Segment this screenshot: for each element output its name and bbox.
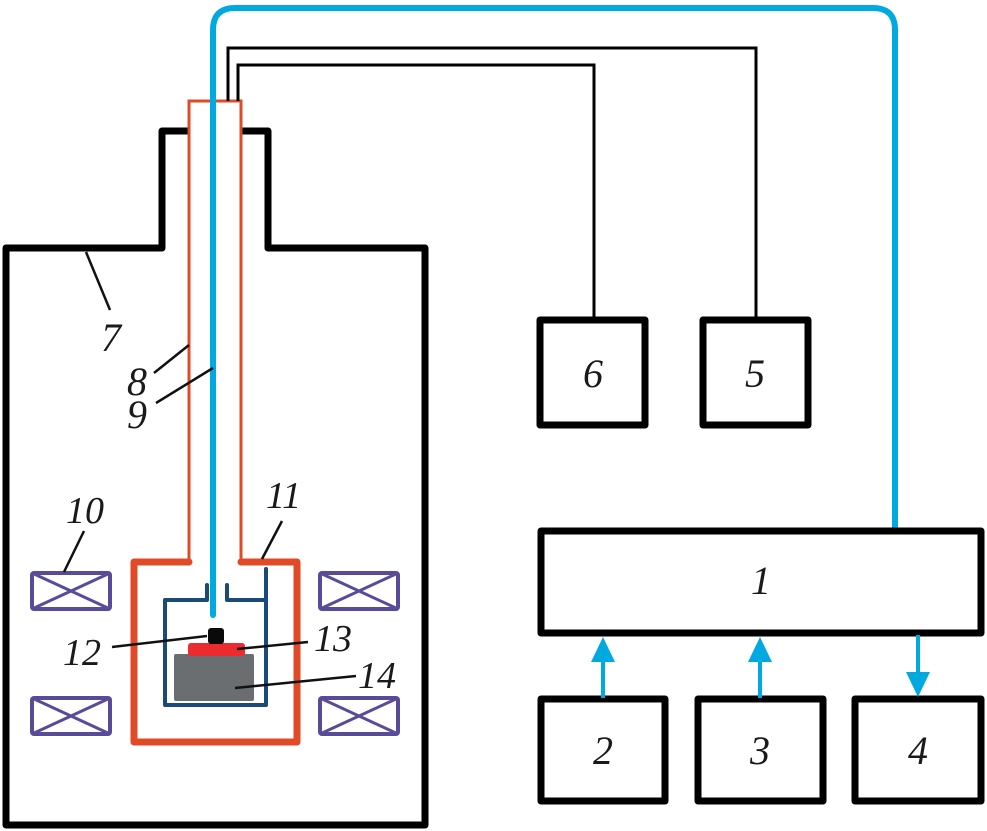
block-4-label: 4 xyxy=(908,728,928,773)
block-2 xyxy=(537,695,669,805)
callout-12: 12 xyxy=(63,632,101,674)
sensor xyxy=(208,628,224,644)
wire-to-block-6 xyxy=(236,63,596,320)
magnet-coil-bottom-right xyxy=(318,696,400,736)
callout-7: 7 xyxy=(101,315,123,360)
block-5 xyxy=(699,316,812,429)
crystal xyxy=(188,643,245,656)
block-4 xyxy=(851,695,985,805)
block-1-label: 1 xyxy=(751,558,771,603)
block-2-label: 2 xyxy=(593,728,613,773)
block-6-label: 6 xyxy=(583,351,603,396)
callout-14: 14 xyxy=(358,655,396,697)
leader-11 xyxy=(260,520,284,560)
arrow-3-to-1 xyxy=(748,637,772,698)
callout-13: 13 xyxy=(314,618,352,660)
wire-to-block-5 xyxy=(226,46,758,320)
block-3-label: 3 xyxy=(749,728,770,773)
arrow-2-to-1 xyxy=(591,637,615,698)
signal-line xyxy=(210,5,898,618)
callout-11: 11 xyxy=(266,475,301,517)
magnet-coil-top-right xyxy=(318,571,400,611)
callout-9: 9 xyxy=(127,392,147,437)
block-1 xyxy=(537,527,985,637)
leader-8 xyxy=(153,344,190,374)
leader-14 xyxy=(234,674,357,690)
callout-8: 8 xyxy=(127,359,147,404)
sample-holder xyxy=(174,654,254,701)
arrow-1-to-4 xyxy=(906,635,930,697)
block-3 xyxy=(694,695,827,805)
leader-7 xyxy=(84,251,112,311)
leader-10 xyxy=(62,530,86,573)
leader-9 xyxy=(155,366,214,405)
leader-12 xyxy=(111,634,208,649)
leader-13 xyxy=(236,640,309,651)
block-5-label: 5 xyxy=(745,351,765,396)
shield-housing xyxy=(130,558,301,746)
inner-cell xyxy=(163,567,268,707)
magnet-coil-bottom-left xyxy=(30,696,112,736)
callout-10: 10 xyxy=(66,490,104,532)
magnet-coil-top-left xyxy=(30,571,112,611)
block-6 xyxy=(536,316,649,429)
outer-vessel xyxy=(2,127,429,829)
